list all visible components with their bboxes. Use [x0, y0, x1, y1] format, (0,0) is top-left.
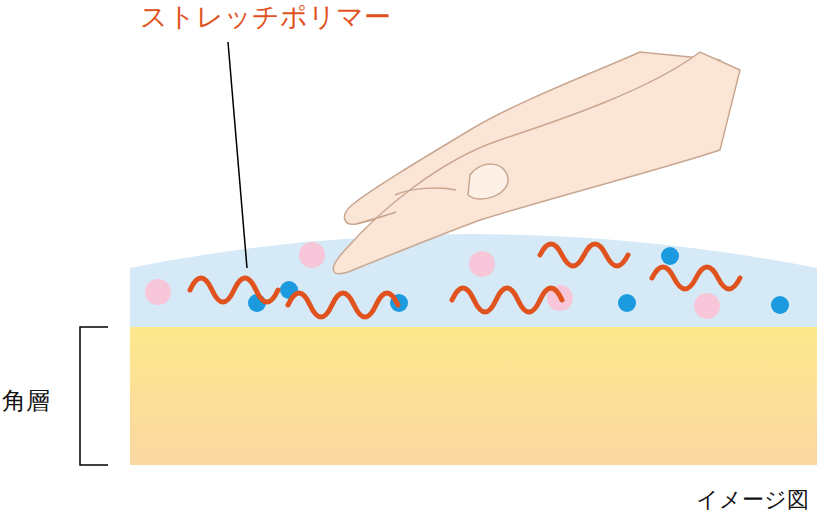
- polymer-strand: [190, 278, 278, 302]
- polymer-film-layer: [130, 234, 817, 327]
- pink-particles: [145, 242, 720, 319]
- callout-label: ストレッチポリマー: [140, 2, 391, 32]
- blue-particles: [248, 247, 789, 314]
- polymer-strand: [288, 293, 398, 317]
- stretch-polymer: [190, 244, 740, 317]
- polymer-strand: [540, 244, 628, 266]
- bracket: [80, 327, 108, 465]
- polymer-strand: [452, 288, 562, 312]
- fingers: [333, 52, 740, 274]
- stratum-corneum-band: [130, 327, 817, 465]
- note-label: イメージ図: [696, 488, 809, 512]
- polymer-strand: [652, 267, 740, 289]
- leader-line: [228, 42, 247, 268]
- layer-label: 角層: [2, 388, 50, 414]
